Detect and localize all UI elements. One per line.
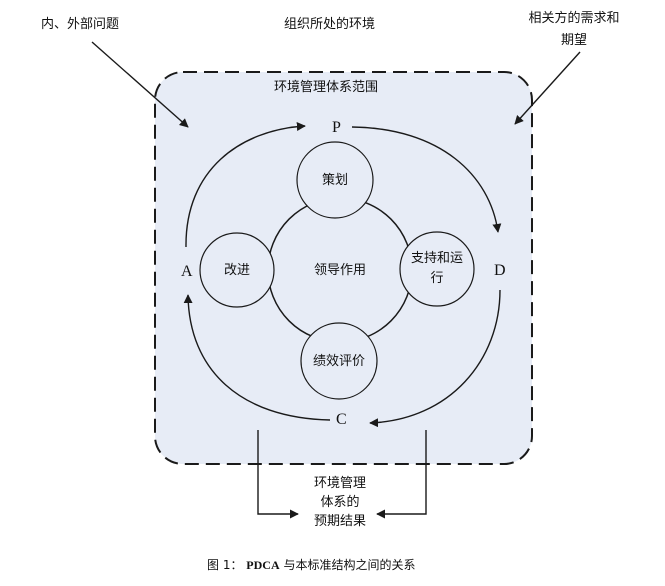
caption-prefix: 图 1： [207, 558, 243, 572]
support-circle [399, 231, 475, 307]
pdca-c-label: C [336, 411, 347, 428]
interested-parties-line1: 相关方的需求和 [528, 11, 620, 26]
arc-d-to-c [369, 289, 501, 428]
outcome-arrow-left [257, 430, 299, 519]
planning-circle [296, 141, 374, 219]
pdca-p-label: P [332, 119, 341, 136]
support-operation-label: 支持和运 行 [400, 250, 474, 287]
caption-text: 与本标准结构之间的关系 [283, 558, 416, 572]
interested-parties-line2: 期望 [560, 33, 587, 48]
pdca-d-label: D [494, 262, 506, 279]
outcomes-line2: 体系的 [320, 495, 360, 510]
support-line2: 行 [430, 271, 444, 286]
improvement-circle [199, 232, 275, 308]
issues-arrow [91, 41, 189, 128]
outcome-arrow-right [376, 430, 427, 519]
outcomes-line3: 预期结果 [313, 514, 366, 529]
interested-parties-label: 相关方的需求和 期望 [518, 10, 630, 49]
figure-caption: 图 1： PDCA 与本标准结构之间的关系 [207, 556, 415, 573]
ems-scope-label: 环境管理体系范围 [274, 80, 379, 95]
planning-label: 策划 [321, 173, 348, 188]
pdca-a-label: A [181, 263, 193, 280]
evaluation-circle [300, 322, 378, 400]
arc-c-to-a [183, 294, 331, 421]
arc-a-to-p [185, 122, 306, 248]
arc-p-to-d [351, 126, 502, 233]
performance-evaluation-label: 绩效评价 [312, 354, 365, 369]
caption-bold: PDCA [246, 558, 280, 572]
intended-outcomes-label: 环境管理 体系的 预期结果 [290, 474, 390, 531]
internal-external-issues-label: 内、外部问题 [41, 17, 120, 32]
support-line1: 支持和运 [410, 251, 463, 266]
parties-arrow [514, 51, 581, 125]
leadership-label: 领导作用 [313, 263, 366, 278]
outcomes-line1: 环境管理 [313, 476, 366, 491]
organization-context-label: 组织所处的环境 [284, 17, 376, 32]
improvement-label: 改进 [223, 263, 250, 278]
